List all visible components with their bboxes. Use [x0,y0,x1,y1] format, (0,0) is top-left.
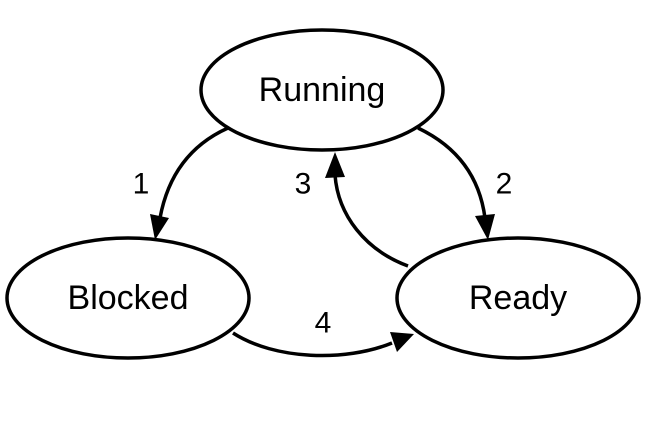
transition-2-label: 2 [496,168,513,201]
state-blocked-label: Blocked [68,279,189,317]
transition-4: 4 [232,307,414,358]
transition-3: 3 [295,152,409,268]
transition-1-arrowhead [150,214,169,240]
transition-4-label: 4 [315,307,332,340]
state-ready-label: Ready [469,279,567,317]
transition-3-arrowhead [325,152,345,178]
state-running-ellipse [199,28,445,152]
state-blocked: Blocked [5,236,251,360]
state-running-label: Running [259,71,386,109]
transition-4-arrowhead [390,332,414,352]
transition-2-arrowhead [475,214,495,240]
transition-3-label: 3 [295,168,312,201]
transition-1: 1 [133,126,229,240]
state-ready: Ready [395,236,641,360]
transition-3-arrow [333,174,409,268]
transition-1-label: 1 [133,168,150,201]
state-running: Running [199,28,445,152]
transition-1-arrow [158,126,229,219]
transition-4-arrow [232,331,393,358]
state-ready-ellipse [395,236,641,360]
state-blocked-ellipse [5,236,251,360]
transition-2: 2 [417,126,513,240]
transition-2-arrow [417,126,487,219]
